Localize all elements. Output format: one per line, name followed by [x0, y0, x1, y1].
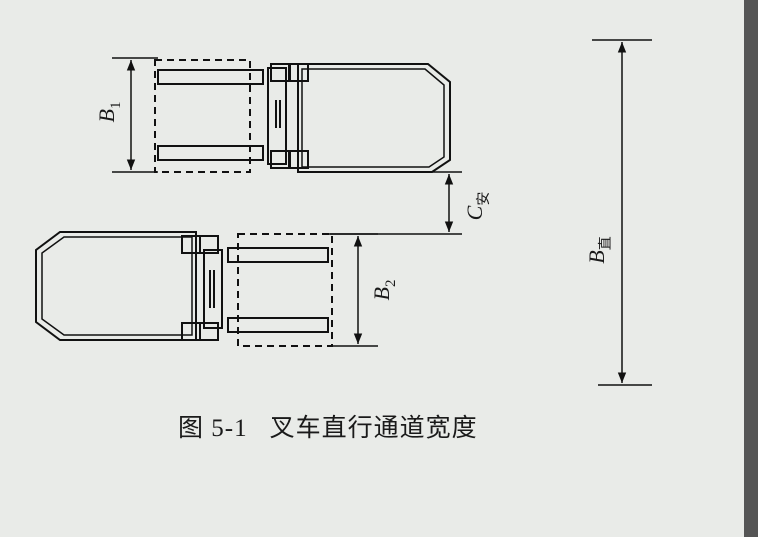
label-c-safety: C安 [462, 192, 492, 221]
forklift-upper [154, 59, 451, 173]
svg-text:C安: C安 [462, 192, 492, 221]
load-outline-lower [237, 233, 333, 347]
body-inner-upper [301, 68, 445, 168]
caption-number: 图 5-1 [178, 415, 248, 442]
mast-upper [267, 67, 287, 165]
rear-wheel-lower-bottom [181, 322, 201, 341]
label-b-total: B直 [584, 236, 614, 263]
svg-text:B直: B直 [584, 236, 614, 263]
front-wheel-lower-top [199, 235, 219, 254]
label-b1: B1 [94, 102, 124, 123]
mast-lower [203, 249, 223, 329]
dimension-b1 [112, 57, 158, 173]
body-upper [297, 63, 451, 173]
caption-title: 叉车直行通道宽度 [269, 415, 478, 442]
rear-wheel-lower-top [181, 235, 201, 254]
page-edge-shadow [744, 0, 758, 537]
body-inner-lower [41, 236, 193, 336]
dimension-b-total [592, 39, 652, 386]
body-lower [35, 231, 197, 341]
load-outline-upper [154, 59, 251, 173]
forks-upper [157, 69, 264, 161]
front-wheel-lower-bottom [199, 322, 219, 341]
figure-caption: 图 5-1 叉车直行通道宽度 [178, 408, 478, 444]
dimension-c-safety [328, 171, 462, 235]
svg-text:B2: B2 [369, 280, 399, 301]
label-b2: B2 [369, 280, 399, 301]
forklift-lower [35, 231, 333, 347]
forks-lower [227, 247, 329, 333]
svg-text:B1: B1 [94, 102, 124, 123]
